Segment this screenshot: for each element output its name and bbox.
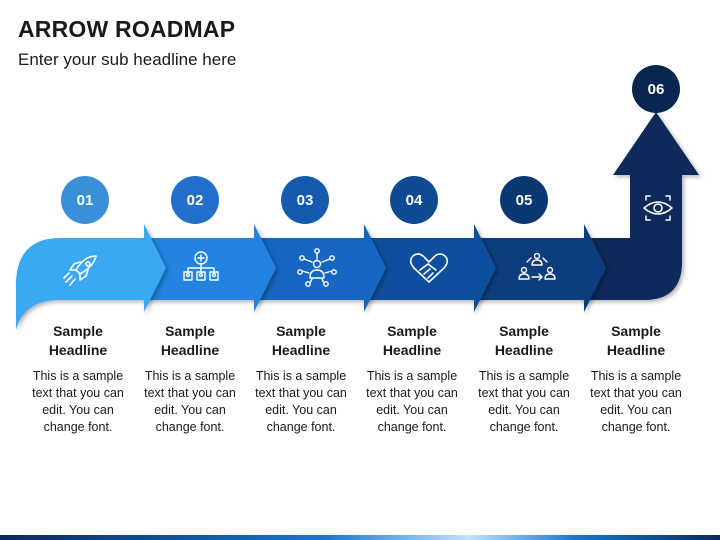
bottom-accent-bar	[0, 535, 720, 540]
team-structure-icon	[183, 251, 219, 281]
step-description-1: This is a sample text that you can edit.…	[32, 369, 124, 434]
step-number-badge-5: 05	[500, 176, 548, 224]
step-description-5: This is a sample text that you can edit.…	[478, 369, 570, 434]
step-number-badge-6: 06	[632, 65, 680, 113]
step-number-badge-4: 04	[390, 176, 438, 224]
svg-text:05: 05	[516, 192, 533, 209]
step-description-6: This is a sample text that you can edit.…	[590, 369, 682, 434]
step-description-4: This is a sample text that you can edit.…	[366, 369, 458, 434]
arrow-segment-1	[15, 224, 166, 330]
arrow-segment-5	[472, 224, 606, 312]
svg-text:01: 01	[77, 192, 94, 209]
page-subtitle: Enter your sub headline here	[18, 50, 237, 69]
step-text-3: Sample Headline This is a sample text th…	[246, 322, 356, 436]
step-text-1: Sample Headline This is a sample text th…	[23, 322, 133, 436]
step-number-badge-3: 03	[281, 176, 329, 224]
step-number-badge-1: 01	[61, 176, 109, 224]
step-text-6: Sample Headline This is a sample text th…	[581, 322, 691, 436]
step-text-5: Sample Headline This is a sample text th…	[469, 322, 579, 436]
svg-text:04: 04	[406, 192, 423, 209]
step-headline-5: Sample Headline	[494, 323, 554, 358]
step-text-2: Sample Headline This is a sample text th…	[135, 322, 245, 436]
page-title: ARROW ROADMAP	[18, 16, 236, 42]
arrow-segment-6	[582, 112, 699, 300]
step-headline-6: Sample Headline	[606, 323, 666, 358]
heart-handshake-icon	[409, 253, 449, 283]
step-headline-1: Sample Headline	[48, 323, 108, 358]
network-person-icon	[297, 248, 337, 287]
step-description-2: This is a sample text that you can edit.…	[144, 369, 236, 434]
step-headline-4: Sample Headline	[382, 323, 442, 358]
step-number-badge-2: 02	[171, 176, 219, 224]
svg-text:06: 06	[648, 81, 665, 98]
vision-eye-icon	[643, 195, 673, 221]
arrow-segment-4	[362, 224, 496, 312]
step-headline-2: Sample Headline	[160, 323, 220, 358]
svg-text:03: 03	[297, 192, 314, 209]
rocket-icon	[63, 255, 97, 286]
step-text-4: Sample Headline This is a sample text th…	[357, 322, 467, 436]
people-exchange-icon	[518, 252, 556, 281]
arrow-segment-3	[252, 224, 386, 312]
step-description-3: This is a sample text that you can edit.…	[255, 369, 347, 434]
svg-text:02: 02	[187, 192, 204, 209]
step-headline-3: Sample Headline	[271, 323, 331, 358]
